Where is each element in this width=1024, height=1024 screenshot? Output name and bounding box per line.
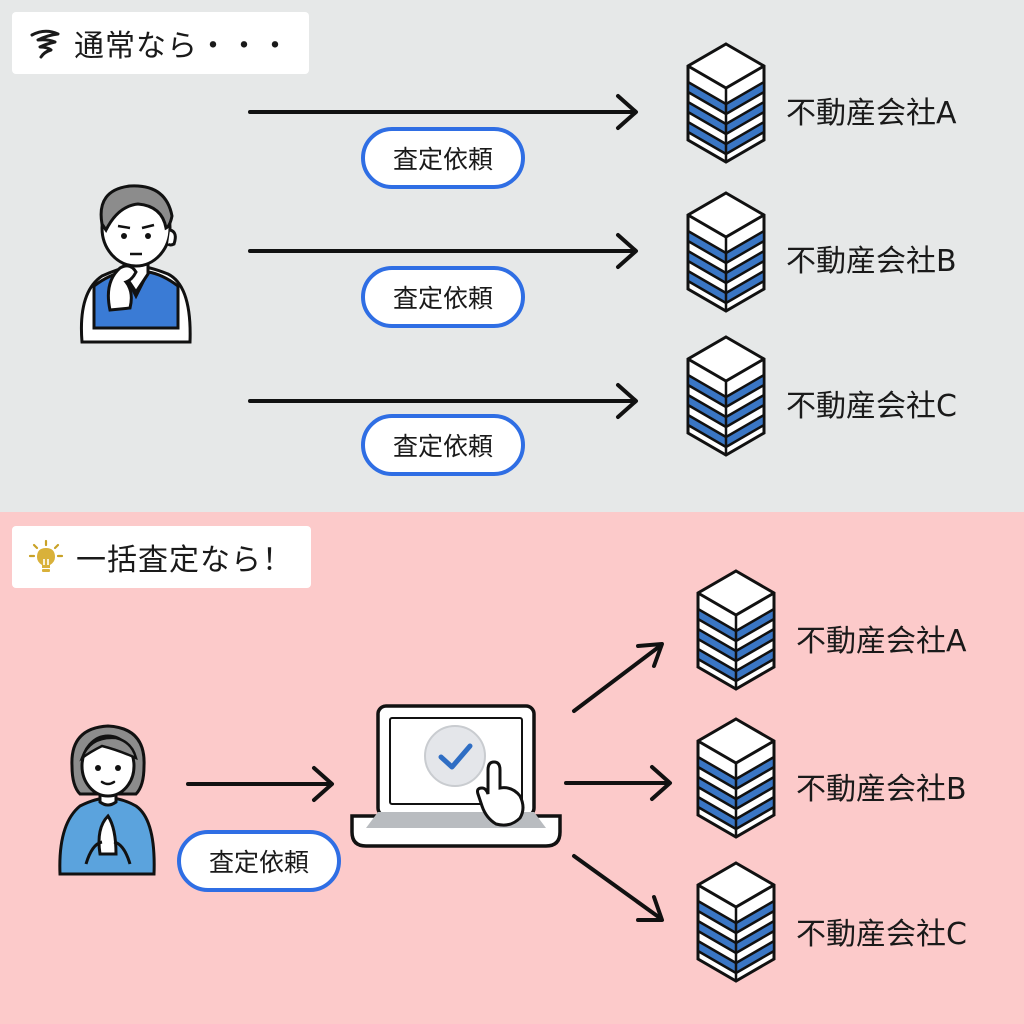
arrow-to-company-c	[248, 383, 638, 419]
server-bulk-company-c	[696, 861, 776, 983]
company-a-label: 不動産会社A	[786, 96, 957, 131]
woman-illustration	[58, 724, 156, 876]
arrow-laptop-to-company-b	[564, 765, 672, 801]
server-company-a	[686, 42, 766, 164]
arrow-laptop-to-company-c	[572, 854, 664, 922]
bulk-company-c-label: 不動産会社C	[796, 917, 967, 952]
company-c-label: 不動産会社C	[786, 389, 957, 424]
request-pill-3: 査定依頼	[361, 414, 525, 476]
arrow-to-company-a	[248, 94, 638, 130]
confused-swirl-icon	[30, 29, 60, 59]
bulk-company-a-label: 不動産会社A	[796, 624, 967, 659]
thinking-man-illustration	[79, 184, 192, 344]
arrow-to-company-b	[248, 233, 638, 269]
arrow-laptop-to-company-a	[572, 642, 664, 713]
normal-flow-header: 通常なら・・・	[12, 12, 309, 74]
server-bulk-company-b	[696, 717, 776, 839]
bulk-flow-title: 一括査定なら！	[76, 543, 293, 578]
bulk-arrows	[58, 569, 776, 983]
server-bulk-company-a	[696, 569, 776, 691]
arrow-to-laptop	[186, 766, 334, 802]
check-circle-icon	[424, 725, 486, 787]
request-pill-2: 査定依頼	[361, 266, 525, 328]
normal-flow-title: 通常なら・・・	[74, 29, 291, 64]
server-company-b	[686, 191, 766, 313]
bulk-company-b-label: 不動産会社B	[796, 772, 967, 807]
normal-flow-panel: 通常なら・・・	[0, 0, 1024, 512]
lightbulb-icon	[28, 539, 64, 572]
laptop-illustration	[350, 704, 562, 848]
bulk-flow-panel: 一括査定なら！	[0, 512, 1024, 1024]
company-b-label: 不動産会社B	[786, 244, 957, 279]
bulk-flow-header: 一括査定なら！	[12, 526, 311, 588]
bulk-request-pill: 査定依頼	[177, 830, 341, 892]
server-company-c	[686, 335, 766, 457]
normal-arrows	[79, 42, 766, 457]
request-pill-1: 査定依頼	[361, 127, 525, 189]
